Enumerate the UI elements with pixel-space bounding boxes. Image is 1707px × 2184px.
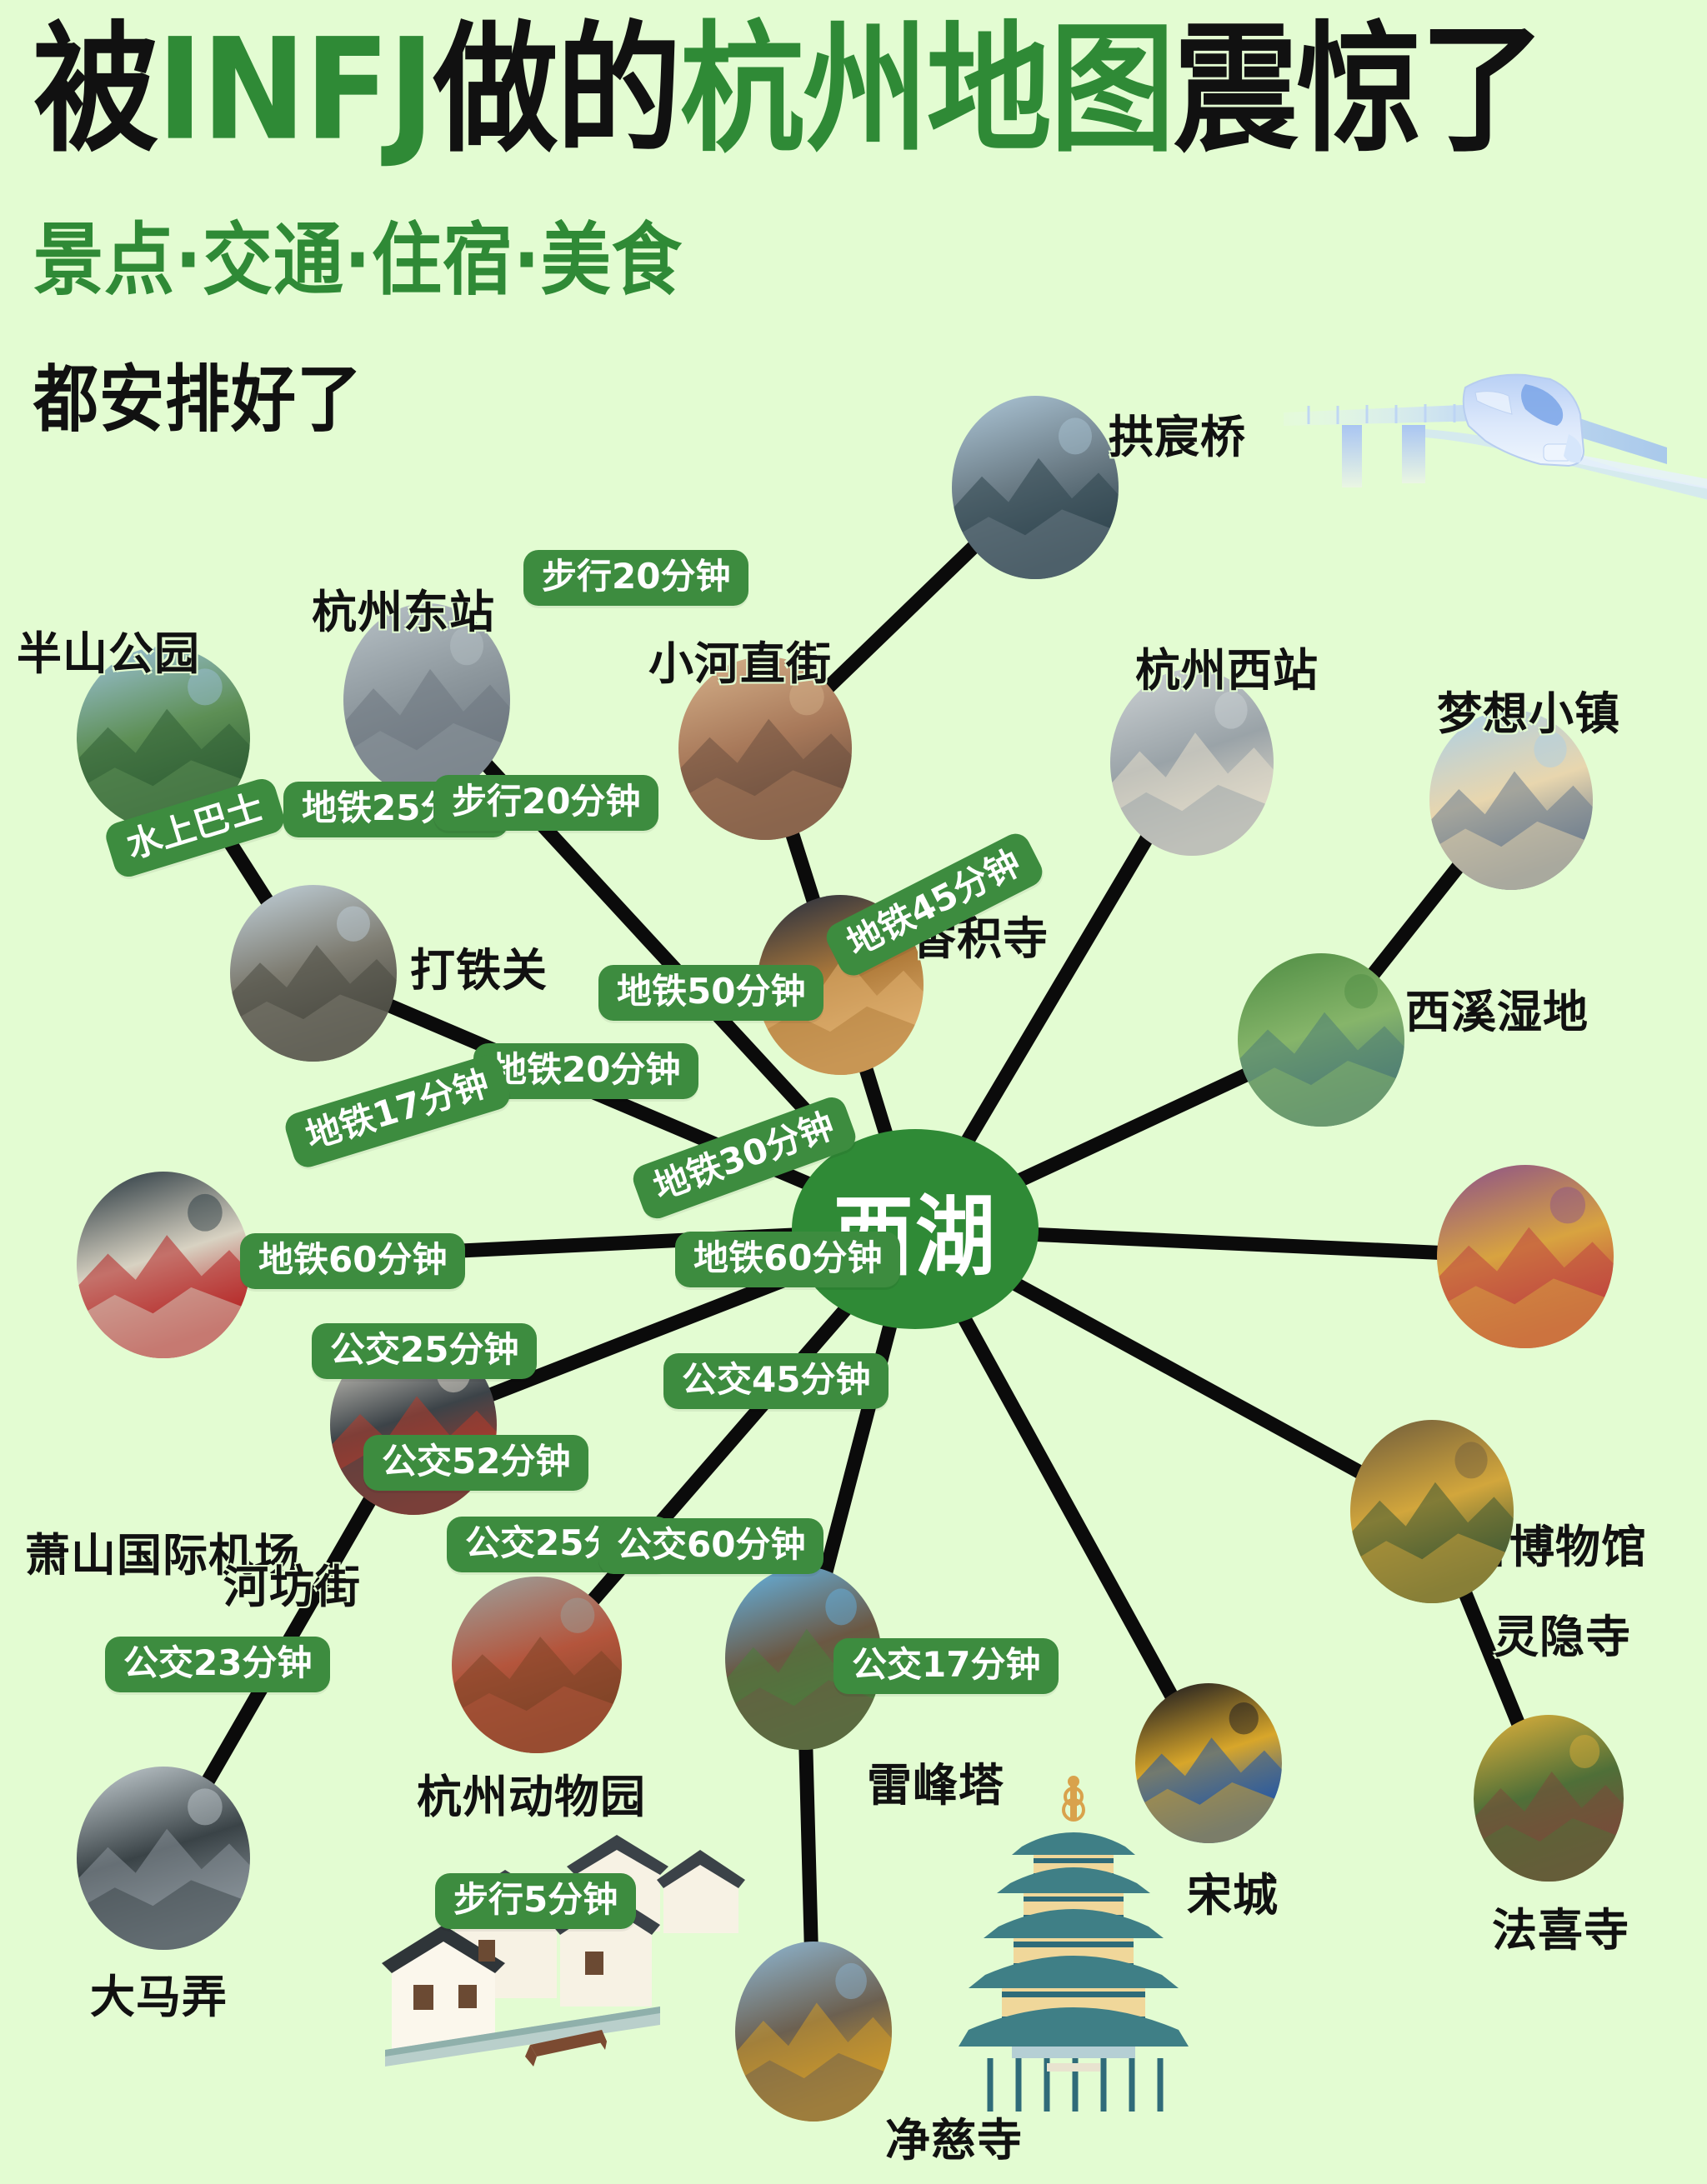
page-subtitle-secondary: 都安排好了 xyxy=(33,358,363,442)
hangzhou-zoo-photo xyxy=(452,1577,622,1753)
xixi-wetland-photo xyxy=(1238,953,1404,1127)
map-node-label-datieguan: 打铁关 xyxy=(410,944,548,997)
edge-label-lingyin-hub: 公交45分钟 xyxy=(663,1353,889,1409)
map-node-label-lingyin: 灵隐寺 xyxy=(1494,1611,1631,1663)
map-node-label-xiaohe: 小河直街 xyxy=(648,637,832,690)
map-node-label-airport: 萧山国际机场 xyxy=(25,1529,300,1582)
map-node-label-hzdong: 杭州东站 xyxy=(312,586,495,638)
edge-label-xiaohe-gongchen: 步行20分钟 xyxy=(523,550,749,606)
xiaohe-street-photo xyxy=(678,657,852,840)
map-node-label-leifeng: 雷峰塔 xyxy=(867,1759,1004,1812)
edge-label-zhebo-hub: 地铁60分钟 xyxy=(675,1232,901,1287)
title-part-5: 震惊了 xyxy=(1173,9,1545,172)
poster-header: 被INFJ做的杭州地图震惊了 景点·交通·住宿·美食 都安排好了 xyxy=(33,16,1667,442)
edge-label-leifeng-jingci: 步行5分钟 xyxy=(435,1873,637,1929)
edge-label-lingyin-faxi: 公交17分钟 xyxy=(833,1638,1059,1694)
damanong-photo xyxy=(77,1767,250,1950)
map-node-label-zoo: 杭州动物园 xyxy=(417,1771,646,1823)
edge-label-xiangji-hub: 地铁20分钟 xyxy=(473,1043,699,1099)
leifeng-pagoda-photo xyxy=(725,1567,882,1750)
map-node-label-jingci: 净慈寺 xyxy=(885,2114,1023,2167)
page-subtitle: 景点·交通·住宿·美食 xyxy=(33,214,683,306)
page-title: 被INFJ做的杭州地图震惊了 xyxy=(33,16,1667,165)
title-part-4: 杭州地图 xyxy=(679,9,1175,172)
map-node-label-songcheng: 宋城 xyxy=(1187,1869,1279,1922)
map-node-label-hefang: 河坊街 xyxy=(223,1561,361,1613)
edge-label-hzxi-hub: 地铁50分钟 xyxy=(598,965,824,1021)
dream-town-photo xyxy=(1429,710,1593,890)
title-part-2: INFJ xyxy=(157,9,435,172)
title-part-1: 被 xyxy=(33,9,158,172)
songcheng-photo xyxy=(1135,1683,1282,1843)
title-part-3: 做的 xyxy=(433,9,682,172)
map-node-label-banshan: 半山公园 xyxy=(17,627,200,680)
map-node-label-hzxi: 杭州西站 xyxy=(1135,644,1319,697)
faxi-temple-photo xyxy=(1474,1715,1624,1882)
jingci-temple-photo xyxy=(735,1942,892,2122)
hub-node-west-lake[interactable]: 西湖 xyxy=(792,1129,1039,1329)
map-node-label-gongchen: 拱宸桥 xyxy=(1109,411,1246,463)
edge-label-zoo-hub: 公交52分钟 xyxy=(363,1435,589,1491)
edge-label-hefang-hub: 公交25分钟 xyxy=(312,1323,538,1379)
xiaoshan-airport-photo xyxy=(77,1172,250,1358)
edge-label-airport-hub: 地铁60分钟 xyxy=(240,1233,466,1289)
edge-label-songcheng-hub: 公交60分钟 xyxy=(598,1518,824,1574)
lingyin-temple-photo xyxy=(1350,1420,1514,1603)
edge-label-xiaohe-xiangji: 步行20分钟 xyxy=(433,775,659,831)
hangzhou-west-station-photo xyxy=(1110,669,1274,856)
map-node-label-damanong: 大马弄 xyxy=(90,1971,228,2023)
datieguan-photo xyxy=(230,885,397,1062)
map-node-label-faxi: 法喜寺 xyxy=(1492,1904,1629,1957)
map-node-label-xixi: 西溪湿地 xyxy=(1405,986,1589,1038)
zhejiang-museum-photo xyxy=(1437,1165,1614,1348)
map-node-label-mengxiang: 梦想小镇 xyxy=(1437,687,1620,740)
gongchen-bridge-photo xyxy=(952,396,1119,579)
edge-label-hefang-damanong: 公交23分钟 xyxy=(105,1637,331,1692)
